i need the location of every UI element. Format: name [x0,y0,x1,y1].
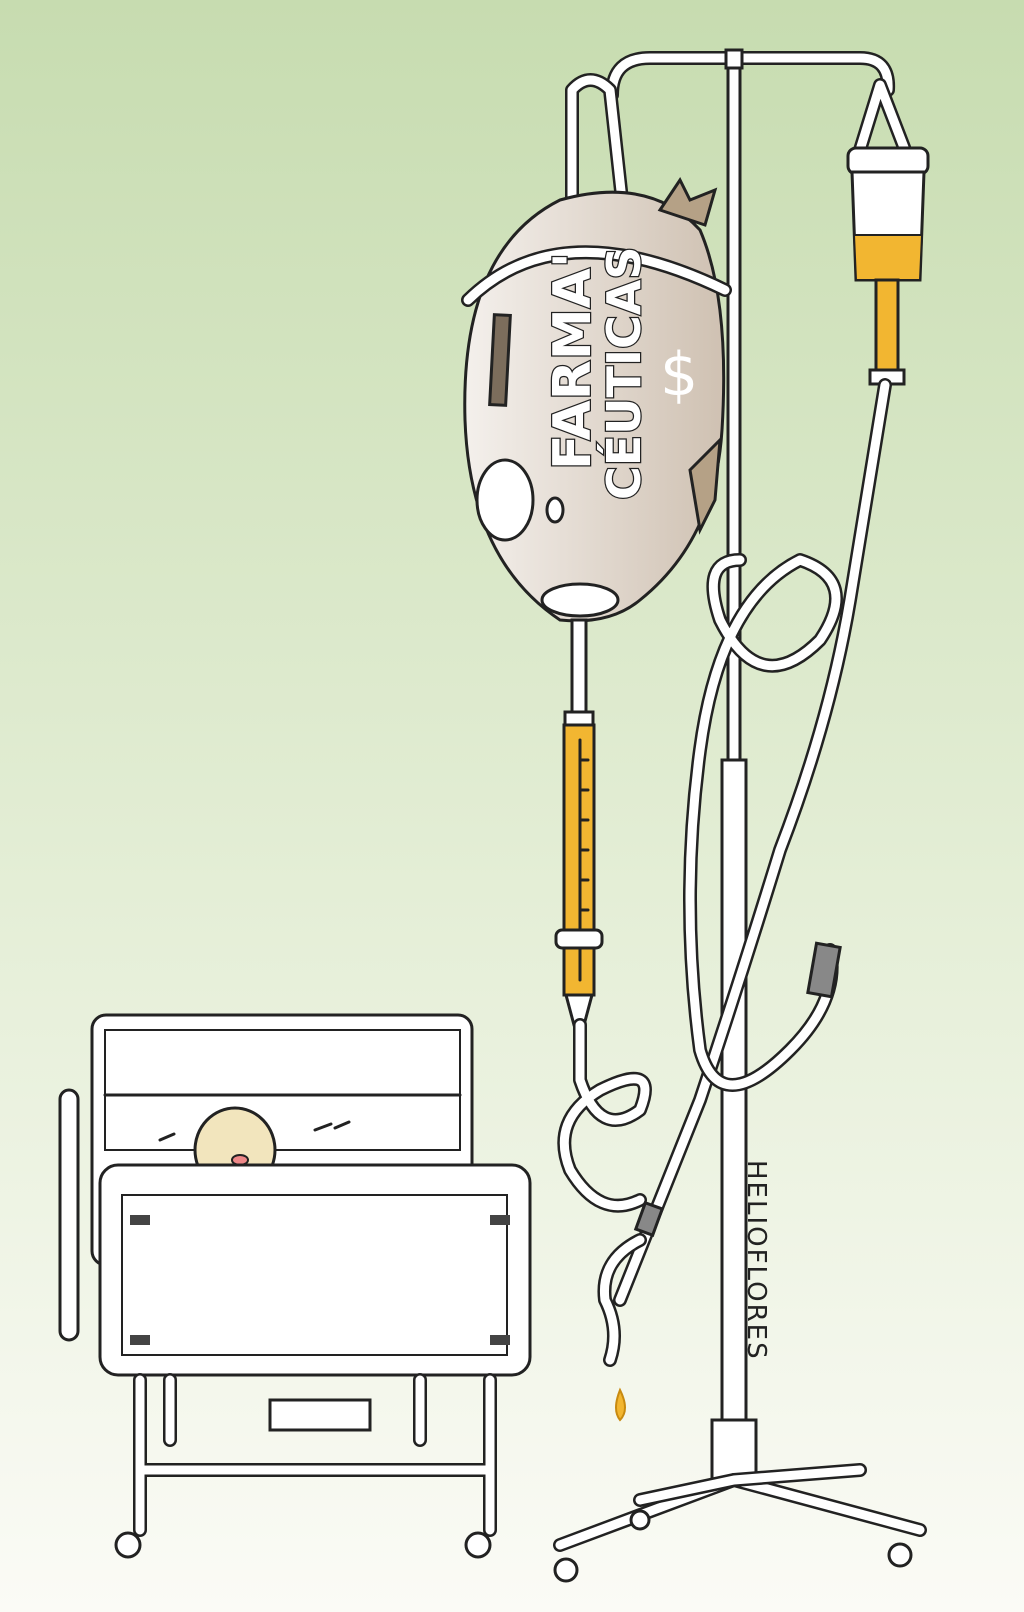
coin-slot [488,313,512,407]
iv-bottle [846,78,930,386]
fluid-drop [615,1387,626,1422]
hospital-crib [58,1013,532,1559]
crib-wheel [464,1531,492,1559]
piggy-bank: FARMA' CÉUTICAS $ [461,177,732,623]
piggy-label-line1: FARMA' [543,252,603,470]
iv-tubing [557,378,892,1367]
crib-wheel [114,1531,142,1559]
piggy-snout [540,582,620,618]
wheel [887,1542,913,1568]
pole-base [553,1463,927,1583]
artist-signature: HELIOFLORES [741,1160,771,1361]
wheel [629,1509,651,1531]
piggy-label-line2: CÉUTICAS [597,246,651,500]
piggy-eye [545,496,565,524]
drip-chamber [554,618,604,1027]
wheel [553,1557,579,1583]
piggy-ear [475,458,535,542]
dollar-sign: $ [660,340,698,410]
